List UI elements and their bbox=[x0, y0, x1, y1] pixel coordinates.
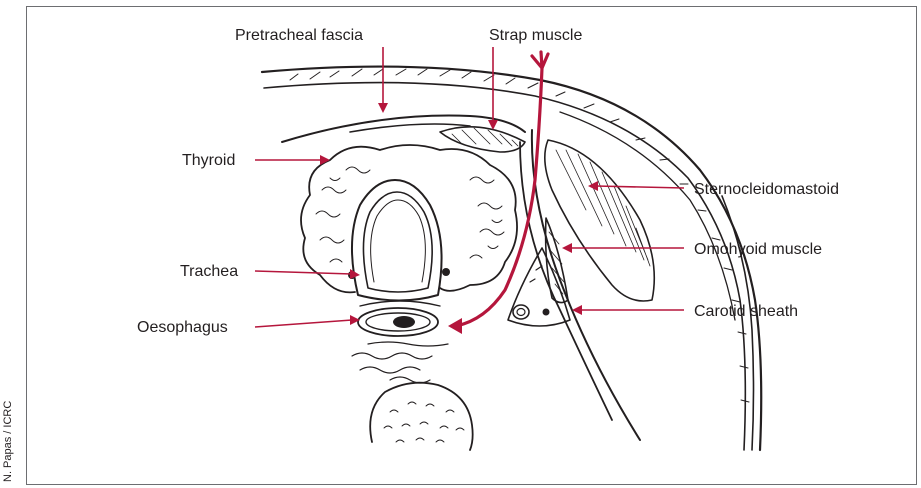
thyroid-shape bbox=[301, 145, 517, 292]
label-oesophagus: Oesophagus bbox=[137, 319, 228, 336]
label-thyroid: Thyroid bbox=[182, 152, 235, 169]
label-carotid-sheath: Carotid sheath bbox=[694, 303, 798, 320]
label-omohyoid-muscle: Omohyoid muscle bbox=[694, 241, 822, 258]
label-strap-muscle: Strap muscle bbox=[489, 27, 582, 44]
oesophagus-shape bbox=[358, 301, 440, 336]
nerve-path bbox=[448, 52, 548, 334]
label-sternocleidomastoid: Sternocleidomastoid bbox=[694, 181, 839, 198]
label-trachea: Trachea bbox=[180, 263, 238, 280]
trachea-shape bbox=[348, 180, 450, 301]
label-pretracheal-fascia: Pretracheal fascia bbox=[235, 27, 363, 44]
vertebra-shape bbox=[352, 342, 473, 450]
